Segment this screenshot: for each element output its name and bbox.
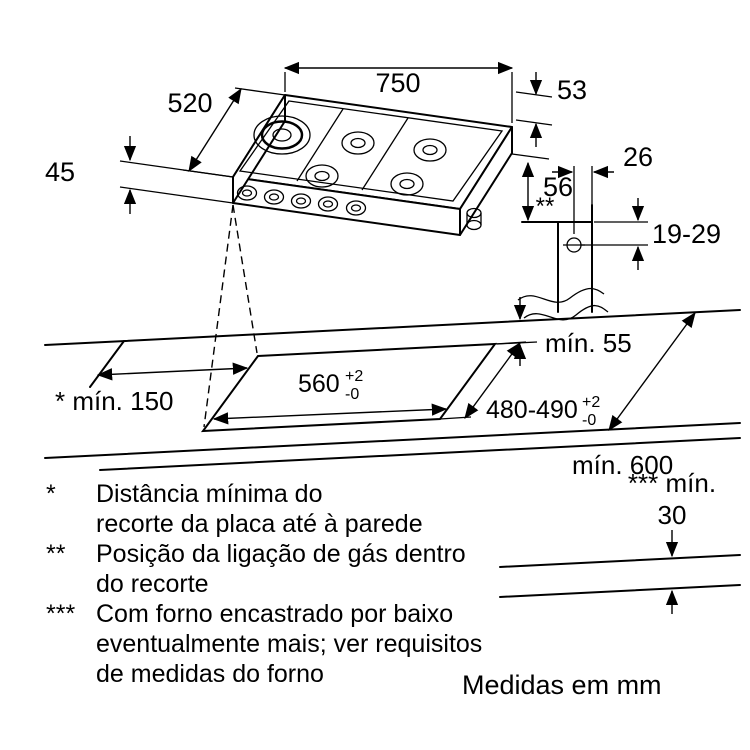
dim-520-label: 520 xyxy=(167,88,212,118)
footnote-2-line-1: Posição da ligação de gás dentro xyxy=(96,540,466,568)
hob-grate-divider-2 xyxy=(361,117,409,191)
dimension-labels: 750 520 45 53 56 26 ** 19-29 mín. 55 * m… xyxy=(45,68,721,530)
dim-480-490-tol-minus: -0 xyxy=(582,412,596,429)
footnote-2-line-2: do recorte xyxy=(96,570,209,598)
footnote-3-line-1: Com forno encastrado por baixo xyxy=(96,600,453,628)
worktop-front-edge-bottom xyxy=(99,437,741,471)
oven-top-line xyxy=(499,584,741,598)
break-line-1 xyxy=(517,287,605,303)
footnote-1-line-2: recorte da placa até à parede xyxy=(96,510,423,538)
dim-min150-label: * mín. 150 xyxy=(55,386,174,416)
dim-560-tol-plus: +2 xyxy=(345,368,363,385)
dim-560-label: 560 xyxy=(298,370,340,398)
dim-min30-prefix: *** mín. xyxy=(628,468,716,498)
hob-grate-frame xyxy=(238,100,504,202)
dim-min30-value: 30 xyxy=(658,500,687,530)
dim-480-490-label: 480-490 xyxy=(486,396,578,424)
dim-560-tol-minus: -0 xyxy=(345,386,359,403)
footnote-3-line-2: eventualmente mais; ver requisitos xyxy=(96,630,482,658)
dim-56-label: 56 xyxy=(543,172,573,202)
dim-min600-label: mín. 600 xyxy=(572,450,673,480)
projection-dashed-line-2 xyxy=(203,204,234,428)
footnote-2-marker: ** xyxy=(46,540,66,568)
burner-front-right xyxy=(390,172,424,196)
control-knobs xyxy=(236,185,367,216)
gas-inlet-stub xyxy=(466,207,482,231)
burner-back-right xyxy=(413,138,447,162)
footnotes: * Distância mínima do recorte da placa a… xyxy=(46,480,662,700)
side-wall-edge xyxy=(89,340,125,388)
hob xyxy=(232,94,513,236)
footnote-1-line-1: Distância mínima do xyxy=(96,480,322,508)
dim-min55-label: mín. 55 xyxy=(545,328,632,358)
dimensions xyxy=(96,61,696,614)
units-note: Medidas em mm xyxy=(462,670,662,700)
dim-45-label: 45 xyxy=(45,157,75,187)
hob-grate-divider-1 xyxy=(296,108,344,182)
projection-dashed-line-1 xyxy=(232,204,258,354)
worktop-underside-line xyxy=(499,554,741,568)
burner-back-center xyxy=(341,131,375,155)
break-line-2 xyxy=(523,304,609,321)
burner-front-center xyxy=(305,164,339,188)
footnote-3-marker: *** xyxy=(46,600,75,628)
gas-marker-label: ** xyxy=(536,193,555,220)
footnote-3-line-3: de medidas do forno xyxy=(96,660,324,688)
dim-19-29-label: 19-29 xyxy=(652,219,721,249)
dim-26-label: 26 xyxy=(623,142,653,172)
worktop-back-edge xyxy=(44,309,741,346)
footnote-1-marker: * xyxy=(46,480,56,508)
dim-480-490-tol-plus: +2 xyxy=(582,394,600,411)
dim-750-label: 750 xyxy=(375,68,420,98)
gas-connection-detail xyxy=(517,204,609,321)
dim-53-label: 53 xyxy=(557,75,587,105)
wok-burner xyxy=(253,115,311,155)
